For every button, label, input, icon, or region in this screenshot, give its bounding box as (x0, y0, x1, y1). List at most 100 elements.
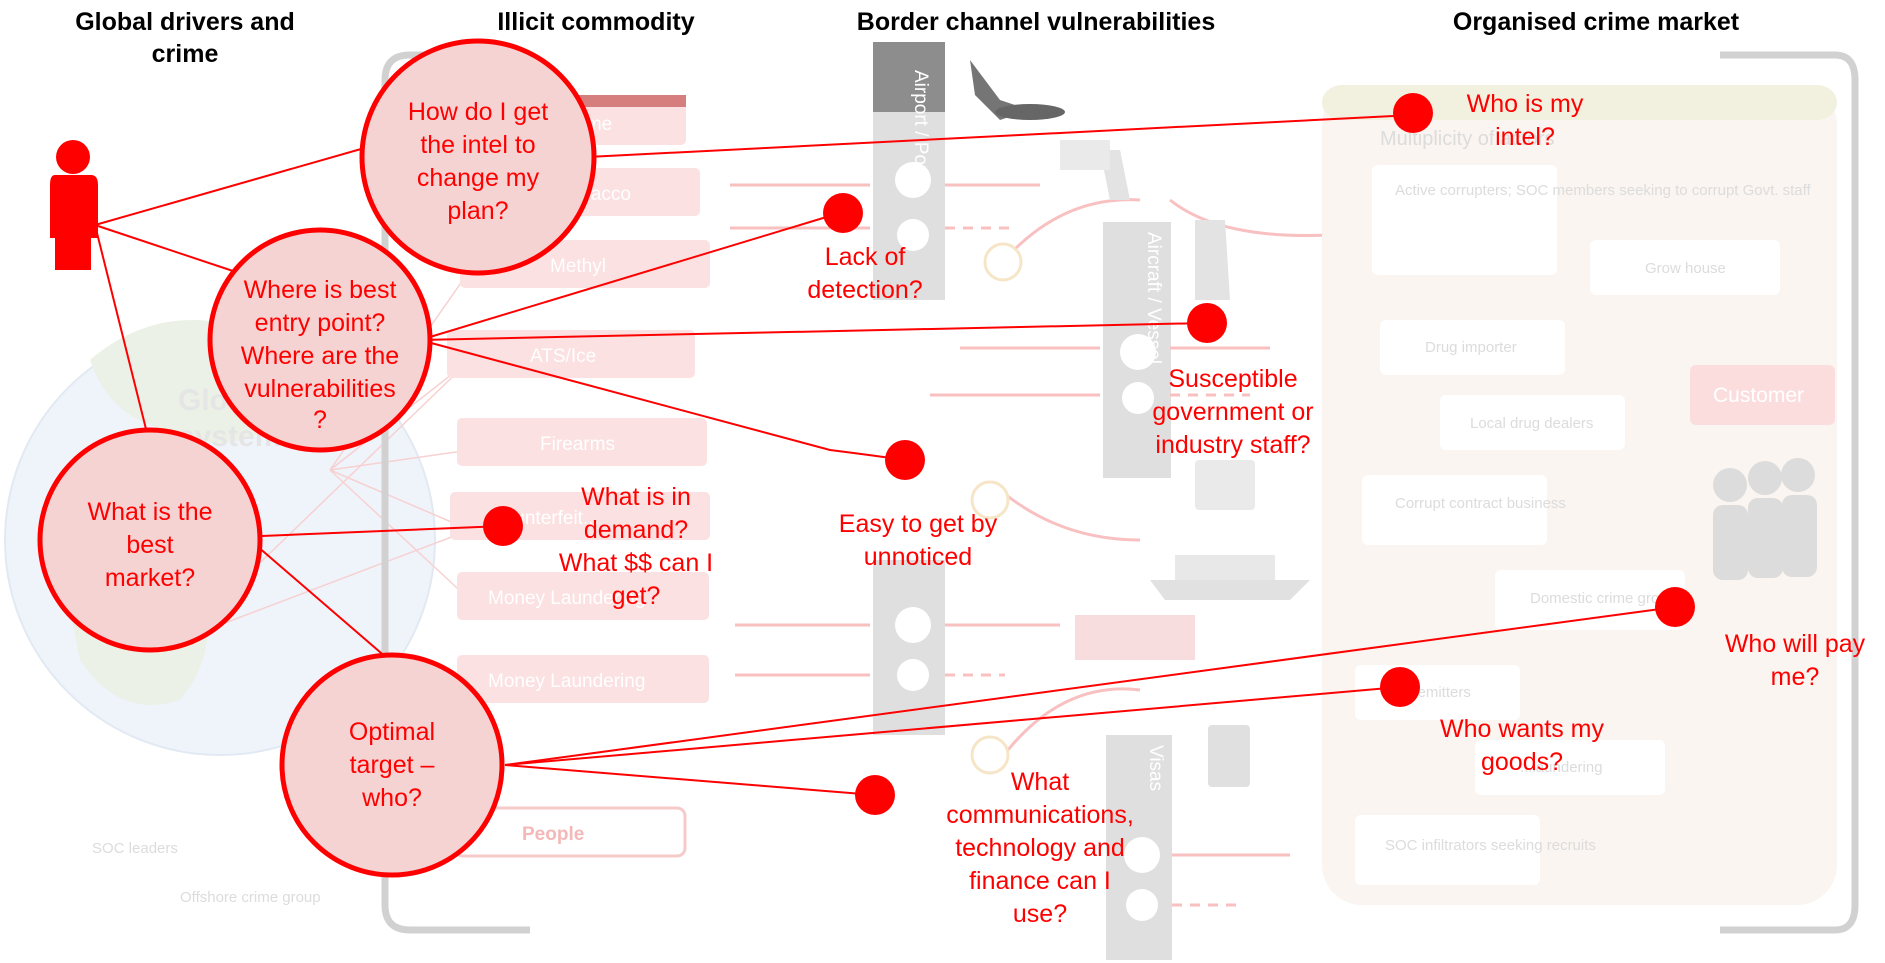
question-easy-text: Easy to get by (839, 510, 998, 538)
question-comms: What communications, technology and fina… (946, 768, 1134, 928)
header-commodity: Illicit commodity (497, 8, 694, 36)
header-border: Border channel vulnerabilities (857, 8, 1215, 36)
question-lack-detection-text: detection? (807, 276, 922, 304)
question-demand: What is in demand? What $$ can I get? (559, 483, 713, 610)
circle-entry-text: Where is best (244, 276, 397, 304)
question-pay-text: me? (1771, 663, 1820, 691)
question-demand-text: What is in (581, 483, 691, 511)
junction-circle (983, 242, 1023, 282)
question-pay: Who will pay me? (1725, 630, 1866, 691)
question-wants-text: Who wants my (1440, 715, 1604, 743)
question-who-intel-text: Who is my (1467, 90, 1584, 118)
ship-icon (1150, 580, 1310, 600)
circle-intel-text: plan? (447, 197, 508, 225)
suitcase-icon (1195, 460, 1255, 510)
market-bracket (1720, 51, 1859, 934)
dot-demand (483, 506, 523, 546)
circle-target-text: Optimal (349, 718, 435, 746)
question-susceptible-text: Susceptible (1168, 365, 1297, 393)
hand-icon-shadow (995, 104, 1065, 120)
connector-lines (94, 114, 1676, 796)
question-demand-text: demand? (584, 516, 688, 544)
question-demand-text: get? (612, 582, 661, 610)
background-layer: Global system SOC leaders Offshore crime… (4, 42, 1859, 960)
circle-market-text: best (126, 531, 173, 559)
commodity-label: Money Laundering (488, 588, 645, 609)
header-global: Global drivers and (75, 8, 295, 36)
market-item: Grow house (1645, 260, 1726, 277)
channel-label: Visas (1145, 745, 1166, 791)
question-easy: Easy to get by unnoticed (839, 510, 998, 571)
circle-target-text: target – (350, 751, 435, 779)
ship-icon-deck (1175, 555, 1275, 580)
question-wants: Who wants my goods? (1440, 715, 1604, 776)
dot-pay (1655, 587, 1695, 627)
offshore-group-label: Offshore crime group (180, 889, 321, 906)
question-susceptible-text: industry staff? (1155, 431, 1310, 459)
dot-detection (823, 193, 863, 233)
question-comms-text: use? (1013, 900, 1067, 928)
check-markers (895, 162, 1160, 921)
flow-arrows (730, 183, 1331, 907)
red-dots (483, 93, 1695, 815)
market-item: Domestic crime group (1530, 590, 1676, 607)
question-pay-text: Who will pay (1725, 630, 1866, 658)
commodity-box (457, 418, 707, 466)
commodity-bracket (381, 51, 530, 934)
truck-icon (1075, 615, 1195, 660)
officer-icon (1195, 220, 1230, 300)
question-comms-text: finance can I (969, 867, 1111, 895)
circle-target: Optimal target – who? (279, 652, 505, 878)
passport-icon (1208, 725, 1250, 787)
circle-market-text: What is the (87, 498, 212, 526)
question-who-intel: Who is my intel? (1467, 90, 1584, 151)
circle-entry-text: ? (313, 406, 327, 434)
header-market: Organised crime market (1453, 8, 1740, 36)
commodity-box (447, 330, 695, 378)
dot-wants (1380, 667, 1420, 707)
question-lack-detection-text: Lack of (825, 243, 906, 271)
question-susceptible-text: government or (1152, 398, 1313, 426)
customer-label: Customer (1713, 384, 1804, 407)
soc-leaders-label: SOC leaders (92, 840, 178, 857)
channel-label: Airport / Port (910, 70, 931, 177)
circle-intel: How do I get the intel to change my plan… (359, 38, 597, 276)
dot-easy (885, 440, 925, 480)
commodity-label: People (522, 824, 584, 845)
channel-bar-sea (873, 560, 945, 735)
circle-market-text: market? (105, 564, 195, 592)
question-wants-text: goods? (1481, 748, 1563, 776)
person-icon (50, 140, 98, 270)
circle-entry-text: entry point? (255, 309, 386, 337)
circle-entry-text: vulnerabilities (244, 375, 395, 403)
question-easy-text: unnoticed (864, 543, 972, 571)
column-headers: Global drivers and crime Illicit commodi… (75, 8, 1740, 68)
market-item: Corrupt contract business (1395, 495, 1566, 512)
commodity-label: Money Laundering (488, 671, 645, 692)
commodity-box (457, 655, 709, 703)
market-panel-top (1322, 85, 1837, 120)
circle-market: What is the best market? (37, 427, 263, 653)
question-susceptible: Susceptible government or industry staff… (1152, 365, 1313, 459)
market-item: Active corrupters; SOC members seeking t… (1395, 182, 1812, 199)
channel-bar-airport-top (873, 42, 945, 112)
dot-intel (1393, 93, 1433, 133)
circle-target-text: who? (361, 784, 422, 812)
market-item: Local drug dealers (1470, 415, 1593, 432)
market-item: Drug importer (1425, 339, 1517, 356)
junction-circle (970, 735, 1010, 775)
people-icon (1713, 458, 1817, 580)
channel-label: Aircraft / Vessel (1143, 232, 1164, 364)
market-boxes (1355, 165, 1780, 885)
circle-entry-text: Where are the (241, 342, 399, 370)
market-item: SOC infiltrators seeking recruits (1385, 837, 1596, 854)
commodity-label: ATS/Ice (530, 346, 596, 367)
commodity-box (457, 572, 709, 620)
question-comms-text: communications, (946, 801, 1134, 829)
circle-entry: Where is best entry point? Where are the… (207, 227, 433, 453)
circle-intel-text: change my (417, 164, 540, 192)
commodity-label: Methyl (550, 256, 606, 277)
question-comms-text: What (1011, 768, 1069, 796)
luggage-icon (1060, 140, 1110, 170)
